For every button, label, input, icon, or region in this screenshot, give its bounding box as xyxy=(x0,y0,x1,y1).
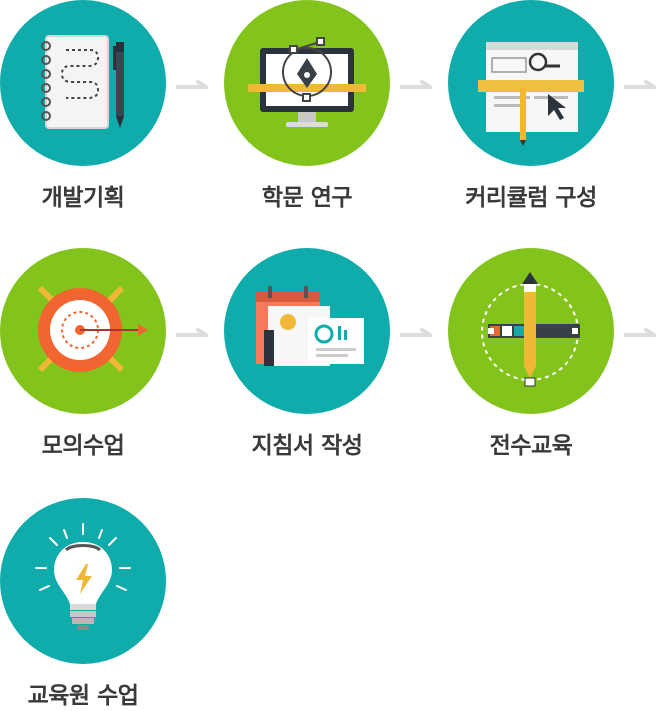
target-arrow-icon xyxy=(37,285,148,373)
step-development-planning: 개발기획 xyxy=(0,0,166,211)
design-tools-icon xyxy=(481,272,580,387)
step-circle xyxy=(0,0,166,166)
arrow-right-icon xyxy=(624,78,660,92)
step-label: 학문 연구 xyxy=(261,185,353,211)
documents-calendar-icon xyxy=(256,286,364,366)
arrow-right-icon xyxy=(624,326,660,340)
notebook-pen-icon xyxy=(41,35,124,129)
pen-tool-monitor-icon xyxy=(248,37,366,127)
arrow-right-icon xyxy=(176,78,212,92)
arrow-right-icon xyxy=(176,326,212,340)
step-circle xyxy=(224,248,390,414)
step-label: 커리큘럼 구성 xyxy=(465,185,597,211)
step-circle xyxy=(224,0,390,166)
arrow-right-icon xyxy=(400,78,436,92)
lightbulb-icon xyxy=(35,523,131,630)
step-circle xyxy=(448,0,614,166)
step-circle xyxy=(448,248,614,414)
arrow-right-icon xyxy=(400,326,436,340)
step-label: 모의수업 xyxy=(41,433,125,459)
step-curriculum-composition: 커리큘럼 구성 xyxy=(448,0,614,211)
step-label: 전수교육 xyxy=(489,433,573,459)
step-guidebook-writing: 지침서 작성 xyxy=(224,248,390,459)
step-circle xyxy=(0,498,166,664)
step-transfer-training: 전수교육 xyxy=(448,248,614,459)
step-label: 교육원 수업 xyxy=(27,683,139,709)
step-label: 지침서 작성 xyxy=(251,433,363,459)
step-circle xyxy=(0,248,166,414)
step-academy-class: 교육원 수업 xyxy=(0,498,166,709)
step-label: 개발기획 xyxy=(41,185,125,211)
step-mock-class: 모의수업 xyxy=(0,248,166,459)
wireframe-layout-icon xyxy=(478,42,584,146)
step-academic-research: 학문 연구 xyxy=(224,0,390,211)
